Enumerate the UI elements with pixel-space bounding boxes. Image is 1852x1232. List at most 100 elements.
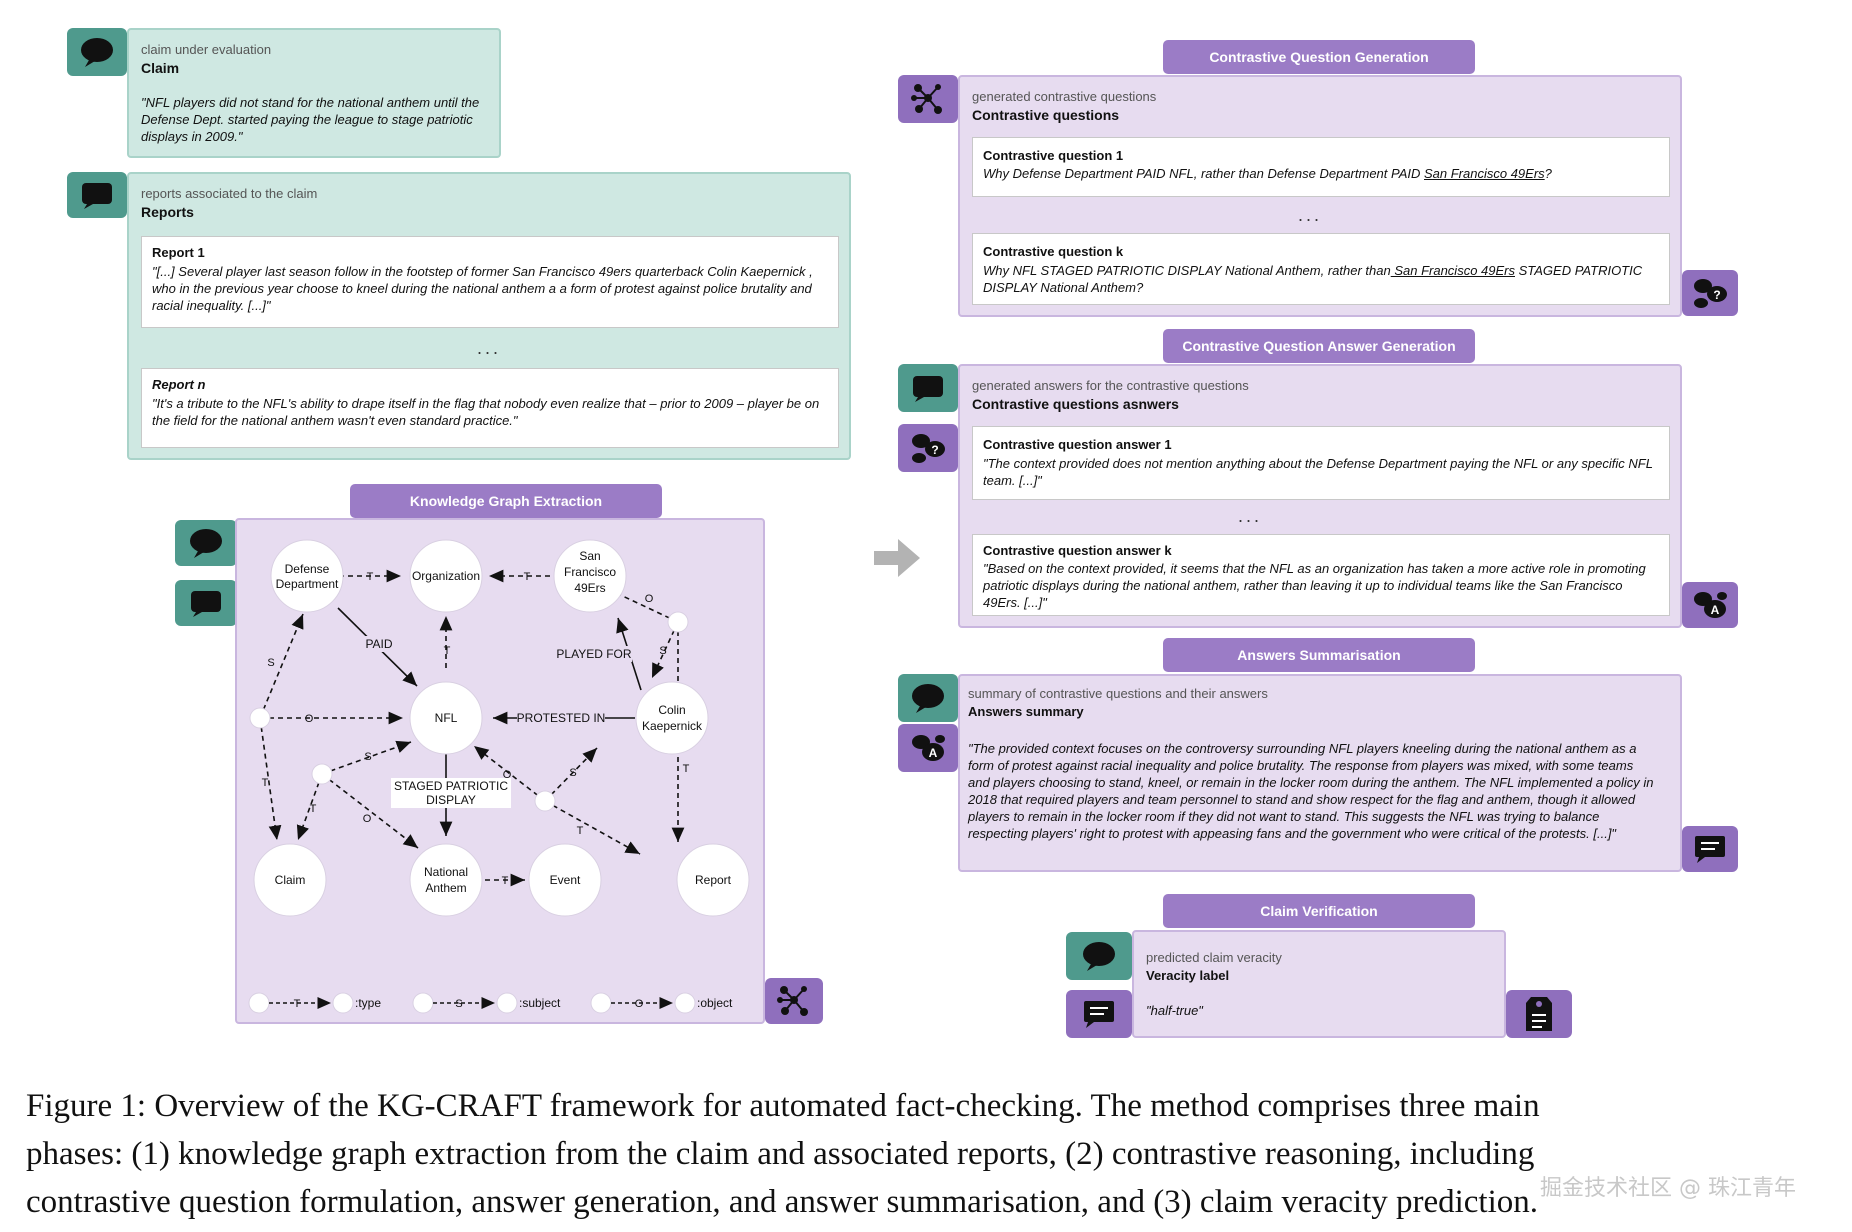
node-label-anthem-1: National bbox=[424, 865, 468, 879]
node-report bbox=[676, 843, 750, 917]
node-label-organization: Organization bbox=[412, 569, 480, 583]
node-organization bbox=[409, 539, 483, 613]
cqa-meta: generated answers for the contrastive qu… bbox=[972, 378, 1249, 393]
svg-text:A: A bbox=[1711, 603, 1720, 617]
cqa-panel: generated answers for the contrastive qu… bbox=[958, 364, 1682, 628]
report-1-text: "[...] Several player last season follow… bbox=[152, 264, 813, 313]
report-n-box: Report n "It's a tribute to the NFL's ab… bbox=[141, 368, 839, 448]
cv-value: "half-true" bbox=[1146, 1003, 1203, 1018]
claim-text: "NFL players did not stand for the natio… bbox=[141, 95, 480, 144]
edge-label-s: S bbox=[267, 657, 274, 669]
node-colin-kaepernick bbox=[635, 681, 709, 755]
answer-1-box: Contrastive question answer 1 "The conte… bbox=[972, 426, 1670, 500]
sum-header: Answers Summarisation bbox=[1163, 638, 1475, 672]
claim-title: Claim bbox=[141, 60, 180, 76]
cv-speech-icon-tab bbox=[1066, 932, 1132, 980]
text-message-icon bbox=[1695, 836, 1725, 863]
reports-icon-tab bbox=[67, 172, 127, 218]
cqg-title: Contrastive questions bbox=[972, 107, 1120, 123]
node-label-anthem-2: Anthem bbox=[425, 881, 466, 895]
questions-icon: ? bbox=[912, 434, 945, 463]
speech-bubble-icon bbox=[190, 529, 222, 558]
node-blank bbox=[534, 790, 556, 812]
legend-t: T bbox=[294, 998, 301, 1010]
node-label-defense-2: Department bbox=[276, 577, 339, 591]
cqg-header: Contrastive Question Generation bbox=[1163, 40, 1475, 74]
node-label-sf-1: San bbox=[579, 549, 600, 563]
edge-label-o: O bbox=[305, 713, 314, 725]
qa-icon: A bbox=[1694, 592, 1727, 618]
edge-label-played-for: PLAYED FOR bbox=[556, 647, 631, 661]
edge-label-t: T bbox=[683, 763, 690, 775]
qa-icon: A bbox=[912, 735, 945, 761]
report-1-box: Report 1 "[...] Several player last seas… bbox=[141, 236, 839, 328]
cqg-questions-icon-tab: ? bbox=[1682, 270, 1738, 316]
report-n-text: "It's a tribute to the NFL's ability to … bbox=[152, 396, 820, 428]
graph-icon bbox=[911, 84, 942, 114]
legend-object: :object bbox=[697, 996, 733, 1010]
edge-label-s: S bbox=[659, 645, 666, 657]
report-1-title: Report 1 bbox=[152, 245, 205, 260]
question-k-box: Contrastive question k Why NFL STAGED PA… bbox=[972, 233, 1670, 305]
legend-o: O bbox=[635, 998, 644, 1010]
node-claim bbox=[253, 843, 327, 917]
cqg-meta: generated contrastive questions bbox=[972, 89, 1157, 104]
report-n-title: Report n bbox=[152, 377, 206, 392]
reports-ellipsis: ... bbox=[476, 338, 501, 358]
node-blank bbox=[667, 611, 689, 633]
node-label-report: Report bbox=[695, 873, 732, 887]
sum-text: "The provided context focuses on the con… bbox=[968, 741, 1654, 841]
edge-label-t: T bbox=[367, 571, 374, 583]
cqg-graph-icon-tab bbox=[898, 75, 958, 123]
legend-subject: :subject bbox=[519, 996, 561, 1010]
question-1-box: Contrastive question 1 Why Defense Depar… bbox=[972, 137, 1670, 197]
edge-label-o: O bbox=[363, 813, 372, 825]
answer-k-text: "Based on the context provided, it seems… bbox=[983, 561, 1646, 610]
cqa-questions-icon-tab: ? bbox=[898, 424, 958, 472]
edge-label-staged-2: DISPLAY bbox=[426, 793, 476, 807]
svg-text:?: ? bbox=[1713, 288, 1720, 302]
caption-line-3: contrastive question formulation, answer… bbox=[26, 1184, 1539, 1220]
edge-label-protested-in: PROTESTED IN bbox=[517, 711, 606, 725]
question-1-text: Why Defense Department PAID NFL, rather … bbox=[983, 166, 1552, 181]
edge-label-t: T bbox=[262, 777, 269, 789]
sum-title: Answers summary bbox=[968, 704, 1084, 719]
arrow-right-icon bbox=[874, 539, 920, 577]
cv-meta: predicted claim veracity bbox=[1146, 950, 1282, 965]
node-label-event: Event bbox=[550, 873, 581, 887]
speech-bubble-icon bbox=[81, 38, 113, 67]
kg-report-icon-tab bbox=[175, 580, 237, 626]
edge-label-t: T bbox=[524, 571, 531, 583]
cqg-panel: generated contrastive questions Contrast… bbox=[958, 75, 1682, 317]
watermark: 掘金技术社区 @ 珠江青年 bbox=[1540, 1176, 1796, 1201]
cqa-message-icon-tab bbox=[898, 364, 958, 412]
node-national-anthem bbox=[409, 843, 483, 917]
kg-graph-icon-tab bbox=[765, 978, 823, 1024]
sum-speech-icon-tab bbox=[898, 674, 958, 722]
answer-k-title: Contrastive question answer k bbox=[983, 543, 1172, 558]
node-blank bbox=[311, 763, 333, 785]
question-k-text: Why NFL STAGED PATRIOTIC DISPLAY Nationa… bbox=[983, 263, 1643, 295]
edge-label-s: S bbox=[569, 767, 576, 779]
tag-icon bbox=[1526, 997, 1552, 1031]
node-label-sf-3: 49Ers bbox=[574, 581, 605, 595]
cv-text-icon-tab bbox=[1066, 990, 1132, 1038]
speech-bubble-icon bbox=[1083, 942, 1115, 971]
edge-label-paid: PAID bbox=[365, 637, 392, 651]
node-event bbox=[528, 843, 602, 917]
node-label-sf-2: Francisco bbox=[564, 565, 616, 579]
edge-label-t: T bbox=[577, 825, 584, 837]
cv-panel: predicted claim veracity Veracity label … bbox=[1132, 930, 1506, 1038]
node-label-colin-1: Colin bbox=[658, 703, 685, 717]
claim-panel: claim under evaluation Claim "NFL player… bbox=[127, 28, 501, 158]
question-1-title: Contrastive question 1 bbox=[983, 148, 1124, 163]
cqa-header: Contrastive Question Answer Generation bbox=[1163, 329, 1475, 363]
cv-header: Claim Verification bbox=[1163, 894, 1475, 928]
node-label-nfl: NFL bbox=[435, 711, 458, 725]
answer-k-box: Contrastive question answer k "Based on … bbox=[972, 534, 1670, 616]
sum-text-icon-tab bbox=[1682, 826, 1738, 872]
edge-label-s: S bbox=[364, 751, 371, 763]
kg-legend: T S O :type :subject :object bbox=[248, 992, 733, 1014]
text-message-icon bbox=[1084, 1001, 1114, 1028]
node-defense-department bbox=[270, 539, 344, 613]
